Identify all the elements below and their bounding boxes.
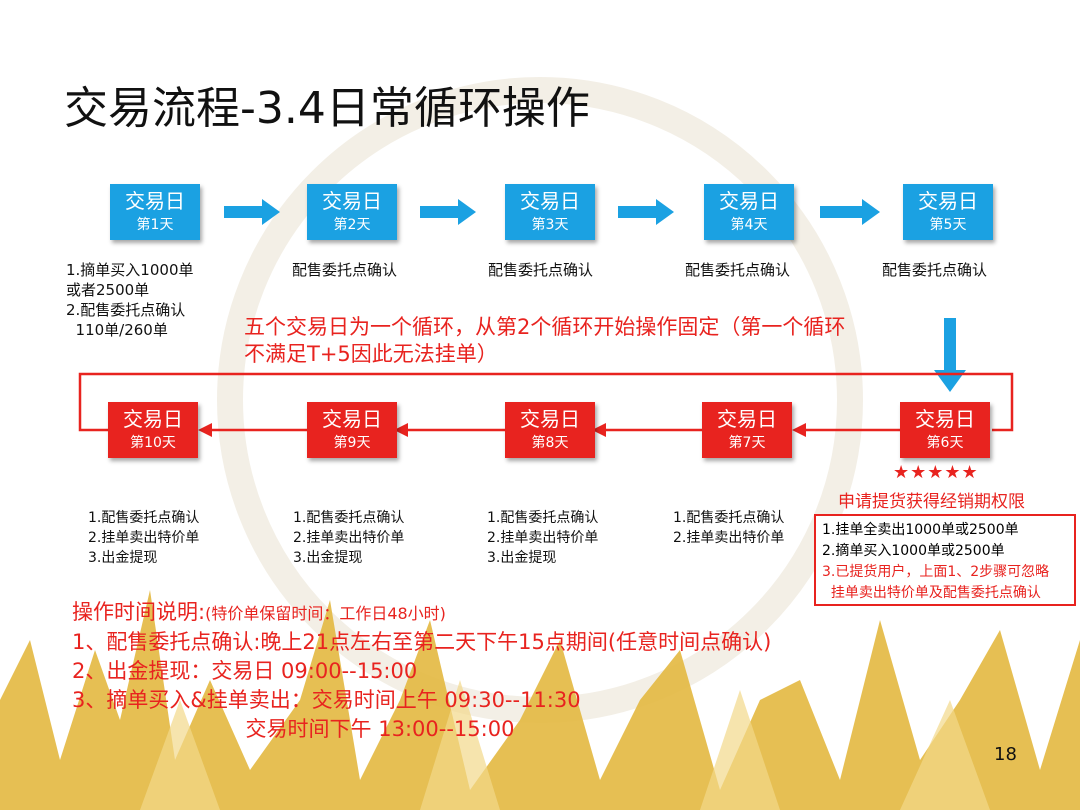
day5-note: 配售委托点确认 <box>882 261 988 279</box>
box-day: 第6天 <box>926 435 964 451</box>
box-day: 第8天 <box>531 435 569 451</box>
gold-mountains <box>0 590 1080 810</box>
box-day: 第7天 <box>728 435 766 451</box>
day3-note: 配售委托点确认 <box>488 261 594 279</box>
day2-note: 配售委托点确认 <box>292 261 398 279</box>
privilege-line: 3.已提货用户，上面1、2步骤可忽略 <box>822 564 1050 580</box>
times-line: 2、出金提现：交易日 09:00--15:00 <box>72 659 418 683</box>
trade-day-2: 交易日第2天 <box>307 184 397 240</box>
box-label: 交易日 <box>322 407 382 431</box>
box-label: 交易日 <box>717 407 777 431</box>
box-label: 交易日 <box>719 189 779 213</box>
box-label: 交易日 <box>123 407 183 431</box>
trade-day-8: 交易日第8天 <box>505 402 595 458</box>
box-label: 交易日 <box>322 189 382 213</box>
red-arrowheads <box>198 423 806 437</box>
cycle-note: 五个交易日为一个循环，从第2个循环开始操作固定（第一个循环不满足T+5因此无法挂… <box>244 315 846 366</box>
blue-arrows <box>224 199 966 392</box>
box-label: 交易日 <box>520 189 580 213</box>
box-day: 第1天 <box>136 217 174 233</box>
trade-day-3: 交易日第3天 <box>505 184 595 240</box>
box-day: 第10天 <box>130 435 176 451</box>
page-number: 18 <box>994 744 1017 765</box>
box-label: 交易日 <box>915 407 975 431</box>
box-label: 交易日 <box>125 189 185 213</box>
box-day: 第3天 <box>531 217 569 233</box>
times-line: 交易时间下午 13:00--15:00 <box>72 717 515 741</box>
red-loop <box>78 372 1014 432</box>
box-day: 第2天 <box>333 217 371 233</box>
five-star-icons: ★★★★★ <box>893 462 979 483</box>
trade-day-7: 交易日第7天 <box>702 402 792 458</box>
trade-day-5: 交易日第5天 <box>903 184 993 240</box>
operation-times: 操作时间说明:(特价单保留时间：工作日48小时) 1、配售委托点确认:晚上21点… <box>72 598 771 744</box>
trade-day-4: 交易日第4天 <box>704 184 794 240</box>
box-label: 交易日 <box>918 189 978 213</box>
day4-note: 配售委托点确认 <box>685 261 791 279</box>
trade-day-9: 交易日第9天 <box>307 402 397 458</box>
trade-day-6: 交易日第6天 <box>900 402 990 458</box>
times-heading: 操作时间说明: <box>72 600 206 624</box>
privilege-line: 挂单卖出特价单及配售委托点确认 <box>822 585 1041 601</box>
box-day: 第4天 <box>730 217 768 233</box>
privilege-line: 1.挂单全卖出1000单或2500单 <box>822 522 1019 538</box>
trade-day-10: 交易日第10天 <box>108 402 198 458</box>
box-label: 交易日 <box>520 407 580 431</box>
times-line: 1、配售委托点确认:晚上21点左右至第二天下午15点期间(任意时间点确认) <box>72 630 772 654</box>
privilege-title: 申请提货获得经销期权限 <box>838 492 1025 512</box>
page-title: 交易流程-3.4日常循环操作 <box>64 83 590 134</box>
box-day: 第5天 <box>929 217 967 233</box>
privilege-box: 1.挂单全卖出1000单或2500单 2.摘单买入1000单或2500单 3.已… <box>814 514 1076 606</box>
trade-day-1: 交易日第1天 <box>110 184 200 240</box>
privilege-line: 2.摘单买入1000单或2500单 <box>822 543 1005 559</box>
times-heading-note: (特价单保留时间：工作日48小时) <box>205 604 446 623</box>
times-line: 3、摘单买入&挂单卖出：交易时间上午 09:30--11:30 <box>72 688 581 712</box>
box-day: 第9天 <box>333 435 371 451</box>
